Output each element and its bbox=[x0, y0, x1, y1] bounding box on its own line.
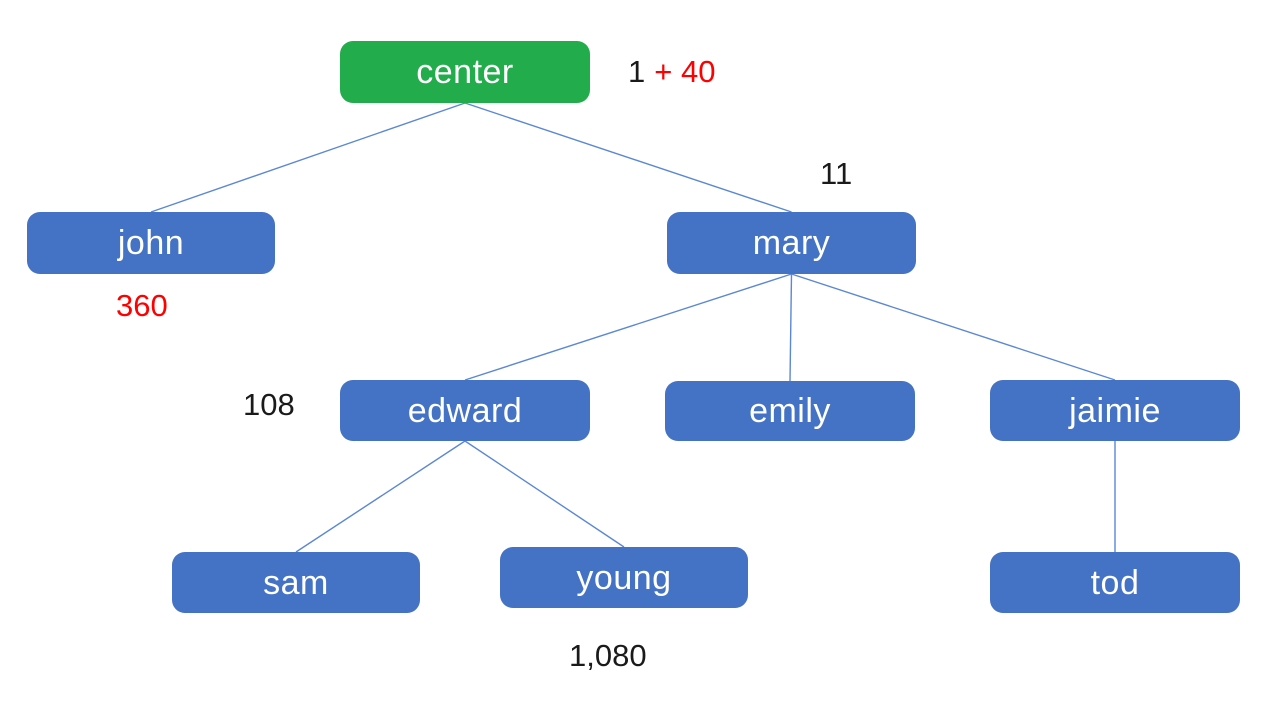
node-label: mary bbox=[752, 224, 831, 262]
node-label: john bbox=[117, 224, 185, 262]
edge-mary-edward bbox=[464, 273, 792, 381]
node-sam: sam bbox=[172, 552, 420, 613]
node-label: young bbox=[576, 558, 672, 597]
node-label: edward bbox=[407, 391, 523, 430]
edge-edward-sam bbox=[295, 440, 466, 553]
node-jaimie: jaimie bbox=[990, 380, 1240, 441]
annotation-edward-value: 108 bbox=[243, 387, 295, 422]
annotation-mary-value: 11 bbox=[820, 156, 853, 191]
node-label: tod bbox=[1090, 563, 1140, 602]
node-tod: tod bbox=[990, 552, 1240, 613]
annotation-center-value: 1+ 40 bbox=[628, 54, 716, 89]
edge-center-john bbox=[150, 102, 466, 213]
node-emily: emily bbox=[665, 381, 915, 441]
annotation-young-value: 1,080 bbox=[569, 638, 647, 673]
edge-edward-young bbox=[464, 440, 625, 548]
edge-mary-emily bbox=[789, 273, 793, 382]
node-label: jaimie bbox=[1069, 391, 1161, 430]
annotation-john-value: 360 bbox=[116, 288, 168, 323]
node-label: emily bbox=[749, 392, 831, 430]
node-mary: mary bbox=[667, 212, 916, 274]
node-center: center bbox=[340, 41, 590, 103]
annotation-center-value-added: + 40 bbox=[654, 54, 716, 89]
edge-mary-jaimie bbox=[791, 273, 1116, 381]
node-john: john bbox=[27, 212, 275, 274]
node-label: center bbox=[416, 53, 514, 91]
node-label: sam bbox=[263, 563, 329, 602]
node-young: young bbox=[500, 547, 748, 608]
annotation-center-value-base: 1 bbox=[628, 54, 646, 89]
edge-center-mary bbox=[464, 102, 792, 213]
node-edward: edward bbox=[340, 380, 590, 441]
